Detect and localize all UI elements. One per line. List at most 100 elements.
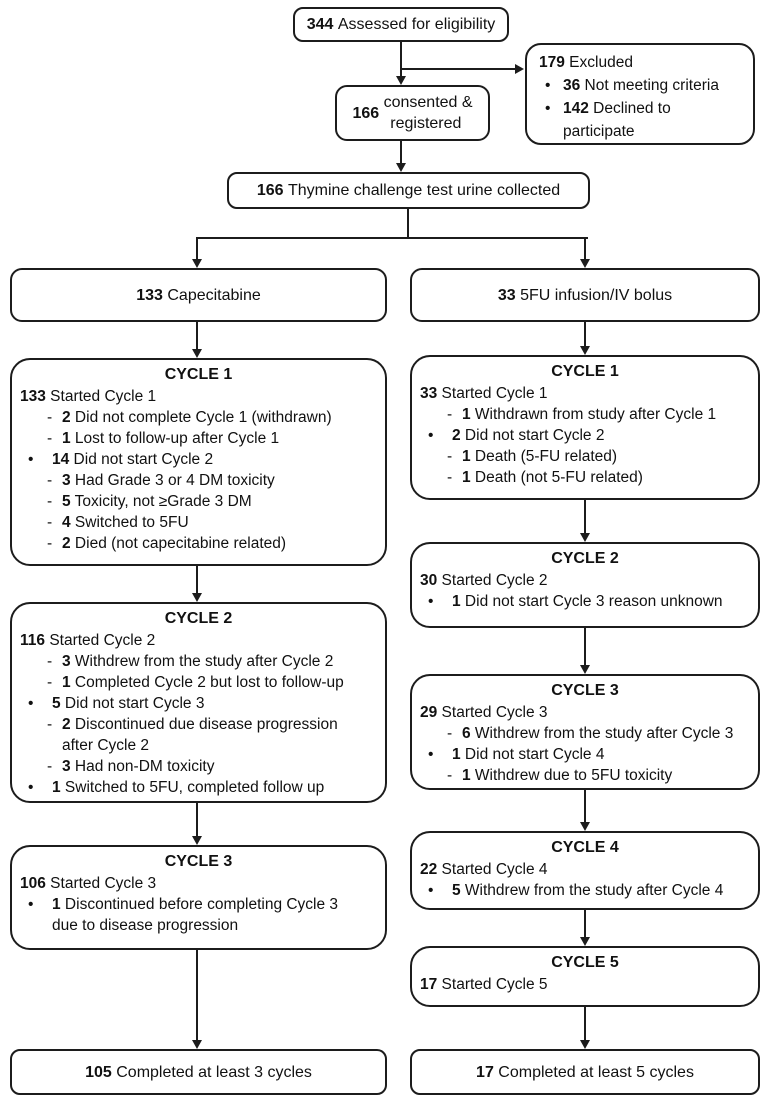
arrowhead-down-icon [396, 76, 406, 85]
box-consented: 166 consented & registered [335, 85, 490, 141]
dash-marker: - [447, 469, 453, 486]
connector-consented-thymine [400, 141, 402, 164]
connector-branch-5fu [584, 237, 586, 260]
arrowhead-down-icon [192, 259, 202, 268]
box-left-cycle1: CYCLE 1 133 Started Cycle 1 -2 Did not co… [10, 358, 387, 566]
cycle-title: CYCLE 5 [551, 954, 619, 971]
cycle-lines: 29 Started Cycle 3 -6 Withdrew from the s… [412, 702, 758, 786]
cycle-title: CYCLE 1 [551, 363, 619, 380]
cycle-title: CYCLE 3 [551, 682, 619, 699]
dash-marker: - [47, 514, 53, 531]
bullet-marker: • [428, 882, 434, 899]
flow-line: •142 Declined to participate [527, 97, 753, 143]
arrowhead-down-icon [580, 937, 590, 946]
flow-line: -1 Completed Cycle 2 but lost to follow-… [47, 674, 344, 691]
flow-line: -3 Withdrew from the study after Cycle 2 [47, 653, 334, 670]
box-right-cycle4: CYCLE 4 22 Started Cycle 4•5 Withdrew fr… [410, 831, 760, 910]
dash-marker: - [47, 430, 53, 447]
cycle-lines: 116 Started Cycle 2 -3 Withdrew from the … [12, 630, 385, 798]
dash-marker: - [47, 472, 53, 489]
cycle-lines: 133 Started Cycle 1 -2 Did not complete C… [12, 386, 385, 554]
box-right-cycle1: CYCLE 1 33 Started Cycle 1-1 Withdrawn f… [410, 355, 760, 500]
dash-marker: - [447, 448, 453, 465]
bullet-marker: • [28, 896, 34, 913]
arrowhead-down-icon [580, 259, 590, 268]
connector-left-cycle1-cycle2 [196, 566, 198, 594]
box-thymine-test: 166 Thymine challenge test urine collect… [227, 172, 590, 209]
dash-marker: - [47, 535, 53, 552]
arrowhead-down-icon [580, 533, 590, 542]
box-excluded: 179 Excluded •36 Not meeting criteria•142… [525, 43, 755, 145]
flow-line: •14 Did not start Cycle 2 [28, 451, 214, 468]
box-assessed: 344 Assessed for eligibility [293, 7, 509, 42]
connector-right-cycle2-cycle3 [584, 628, 586, 666]
flow-line: 116 Started Cycle 2 [20, 632, 156, 649]
dash-marker: - [47, 674, 53, 691]
connector-right-cycle4-cycle5 [584, 910, 586, 938]
bullet-marker: • [28, 695, 34, 712]
flow-line: •2 Did not start Cycle 2 [428, 427, 605, 444]
arrowhead-down-icon [192, 593, 202, 602]
flow-line: -3 Had non-DM toxicity [47, 758, 215, 775]
dash-marker: - [47, 493, 53, 510]
flow-line: -1 Withdrew due to 5FU toxicity [447, 767, 673, 784]
dash-marker: - [447, 725, 453, 742]
cycle-title: CYCLE 4 [551, 839, 619, 856]
flow-line: -2 Died (not capecitabine related) [47, 535, 287, 552]
arrowhead-down-icon [580, 822, 590, 831]
arrowhead-down-icon [580, 346, 590, 355]
bullet-marker: • [428, 427, 434, 444]
bullet-marker: • [545, 100, 551, 117]
connector-left-cycle2-cycle3 [196, 803, 198, 837]
box-right-cycle2: CYCLE 2 30 Started Cycle 2•1 Did not sta… [410, 542, 760, 628]
cycle-lines: 106 Started Cycle 3•1 Discontinued befor… [12, 873, 385, 936]
flow-line: 29 Started Cycle 3 [420, 704, 548, 721]
connector-branch-horizontal [196, 237, 588, 239]
connector-right-cycle3-cycle4 [584, 790, 586, 823]
flow-line: -1 Death (5-FU related) [447, 448, 618, 465]
flow-line: 30 Started Cycle 2 [420, 572, 548, 589]
box-left-cycle3: CYCLE 3 106 Started Cycle 3•1 Discontinu… [10, 845, 387, 950]
flow-line: 22 Started Cycle 4 [420, 861, 548, 878]
cycle-title: CYCLE 3 [164, 853, 233, 870]
box-right-cycle3: CYCLE 3 29 Started Cycle 3 -6 Withdrew fr… [410, 674, 760, 790]
flow-line: 133 Started Cycle 1 [20, 388, 157, 405]
flow-line: -2 Discontinued due disease progression … [47, 716, 338, 754]
connector-thymine-branch [407, 209, 409, 239]
flow-line: -2 Did not complete Cycle 1 (withdrawn) [47, 409, 332, 426]
flow-line: 179 Excluded [539, 54, 633, 71]
flow-line: 106 Started Cycle 3 [20, 875, 157, 892]
cycle-lines: 17 Started Cycle 5 [412, 974, 758, 995]
dash-marker: - [47, 716, 53, 733]
bullet-marker: • [28, 779, 34, 796]
flow-line: •5 Did not start Cycle 3 [28, 695, 205, 712]
cycle-title: CYCLE 2 [164, 610, 233, 627]
arrowhead-down-icon [580, 1040, 590, 1049]
connector-right-cycle5-completed [584, 1007, 586, 1041]
flow-line: -4 Switched to 5FU [47, 514, 189, 531]
connector-capecitabine-cycle1 [196, 322, 198, 350]
arrowhead-down-icon [192, 349, 202, 358]
flow-line: -6 Withdrew from the study after Cycle 3 [447, 725, 734, 742]
bullet-marker: • [28, 451, 34, 468]
flow-line: -3 Had Grade 3 or 4 DM toxicity [47, 472, 275, 489]
bullet-marker: • [545, 77, 551, 94]
cycle-lines: 22 Started Cycle 4•5 Withdrew from the s… [412, 859, 758, 901]
cycle-lines: 30 Started Cycle 2•1 Did not start Cycle… [412, 570, 758, 612]
flow-line: •36 Not meeting criteria [527, 74, 753, 97]
flow-line: •1 Did not start Cycle 4 [428, 746, 605, 763]
box-arm-capecitabine: 133 Capecitabine [10, 268, 387, 322]
box-arm-5fu: 33 5FU infusion/IV bolus [410, 268, 760, 322]
arrowhead-right-icon [515, 64, 524, 74]
connector-right-cycle1-cycle2 [584, 500, 586, 534]
dash-marker: - [47, 409, 53, 426]
cycle-title: CYCLE 1 [164, 366, 233, 383]
connector-assessed-excluded [401, 68, 515, 70]
arrowhead-down-icon [580, 665, 590, 674]
dash-marker: - [47, 758, 53, 775]
bullet-marker: • [428, 746, 434, 763]
cycle-lines: 33 Started Cycle 1-1 Withdrawn from stud… [412, 383, 758, 488]
connector-5fu-cycle1 [584, 322, 586, 347]
arrowhead-down-icon [192, 1040, 202, 1049]
